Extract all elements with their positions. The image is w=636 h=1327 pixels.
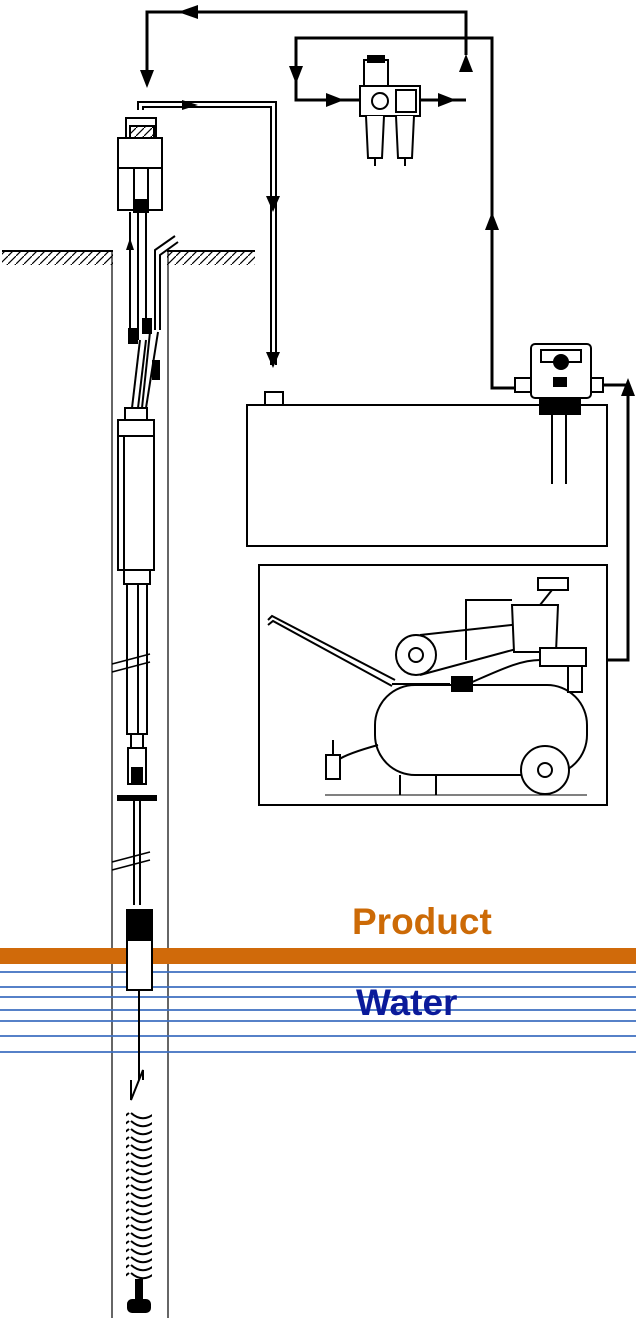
spring-coil bbox=[126, 1112, 152, 1280]
water-lines bbox=[0, 971, 636, 1053]
spring-bottom bbox=[127, 1279, 151, 1313]
ground-surface bbox=[2, 250, 255, 265]
down-hole-air-lines bbox=[137, 101, 277, 365]
intake-float bbox=[126, 909, 153, 1101]
transfer-pump bbox=[514, 343, 604, 484]
filter-regulator-icon bbox=[359, 55, 421, 166]
storage-tank bbox=[246, 391, 608, 547]
product-layer bbox=[0, 948, 636, 964]
pump-body bbox=[111, 407, 157, 905]
compressor-supply-line bbox=[598, 383, 630, 662]
well-casing bbox=[111, 251, 169, 1318]
wellhead-controller bbox=[117, 117, 163, 213]
water-label: Water bbox=[356, 982, 458, 1023]
wellhead-hoses bbox=[129, 212, 179, 409]
product-label: Product bbox=[352, 901, 492, 942]
air-compressor-panel bbox=[258, 564, 608, 806]
